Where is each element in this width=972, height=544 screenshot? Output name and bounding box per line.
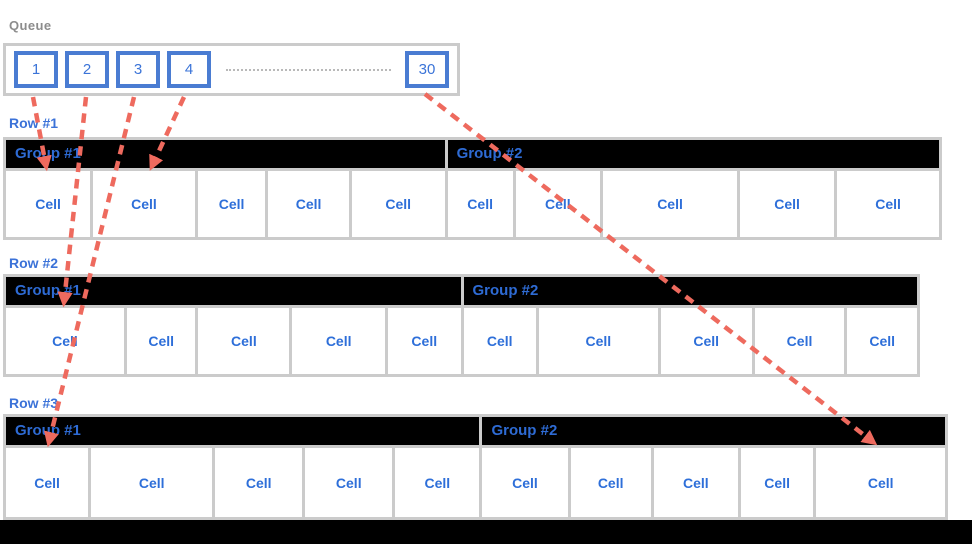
cell: Cell <box>6 308 124 374</box>
group-header: Group #1 <box>6 140 445 168</box>
cell: Cell <box>603 171 737 237</box>
row-label-2: Row #2 <box>9 255 59 271</box>
row-label-3: Row #3 <box>9 395 59 411</box>
cell: Cell <box>388 308 461 374</box>
queue-item-4: 4 <box>167 51 211 88</box>
cell: Cell <box>837 171 939 237</box>
cell: Cell <box>6 448 89 517</box>
cell: Cell <box>570 448 651 517</box>
queue-title: Queue <box>9 18 52 33</box>
queue-item-3: 3 <box>116 51 160 88</box>
queue-item-30: 30 <box>405 51 449 88</box>
cell: Cell <box>305 448 393 517</box>
cell: Cell <box>754 308 845 374</box>
cell: Cell <box>197 171 266 237</box>
queue-item-1: 1 <box>14 51 58 88</box>
group-header: Group #2 <box>482 417 945 445</box>
cell: Cell <box>482 448 568 517</box>
queue-ellipsis-line <box>226 68 391 71</box>
cell: Cell <box>515 171 601 237</box>
group-header: Group #2 <box>447 140 939 168</box>
bottom-black-strip <box>0 520 972 544</box>
cell: Cell <box>395 448 480 517</box>
group-header: Group #2 <box>463 277 917 305</box>
cell: Cell <box>660 308 752 374</box>
group-header: Group #1 <box>6 417 480 445</box>
cell: Cell <box>740 448 814 517</box>
cell: Cell <box>816 448 945 517</box>
group-header: Group #1 <box>6 277 461 305</box>
cell: Cell <box>653 448 738 517</box>
cell: Cell <box>215 448 303 517</box>
row-label-1: Row #1 <box>9 115 59 131</box>
cell: Cell <box>292 308 386 374</box>
cell: Cell <box>198 308 290 374</box>
queue-item-2: 2 <box>65 51 109 88</box>
cell: Cell <box>268 171 349 237</box>
cell: Cell <box>93 171 195 237</box>
cell: Cell <box>463 308 536 374</box>
cell: Cell <box>739 171 835 237</box>
cell: Cell <box>126 308 196 374</box>
cell: Cell <box>538 308 658 374</box>
cell: Cell <box>351 171 445 237</box>
cell: Cell <box>6 171 91 237</box>
cell: Cell <box>847 308 917 374</box>
cell: Cell <box>91 448 213 517</box>
cell: Cell <box>447 171 513 237</box>
